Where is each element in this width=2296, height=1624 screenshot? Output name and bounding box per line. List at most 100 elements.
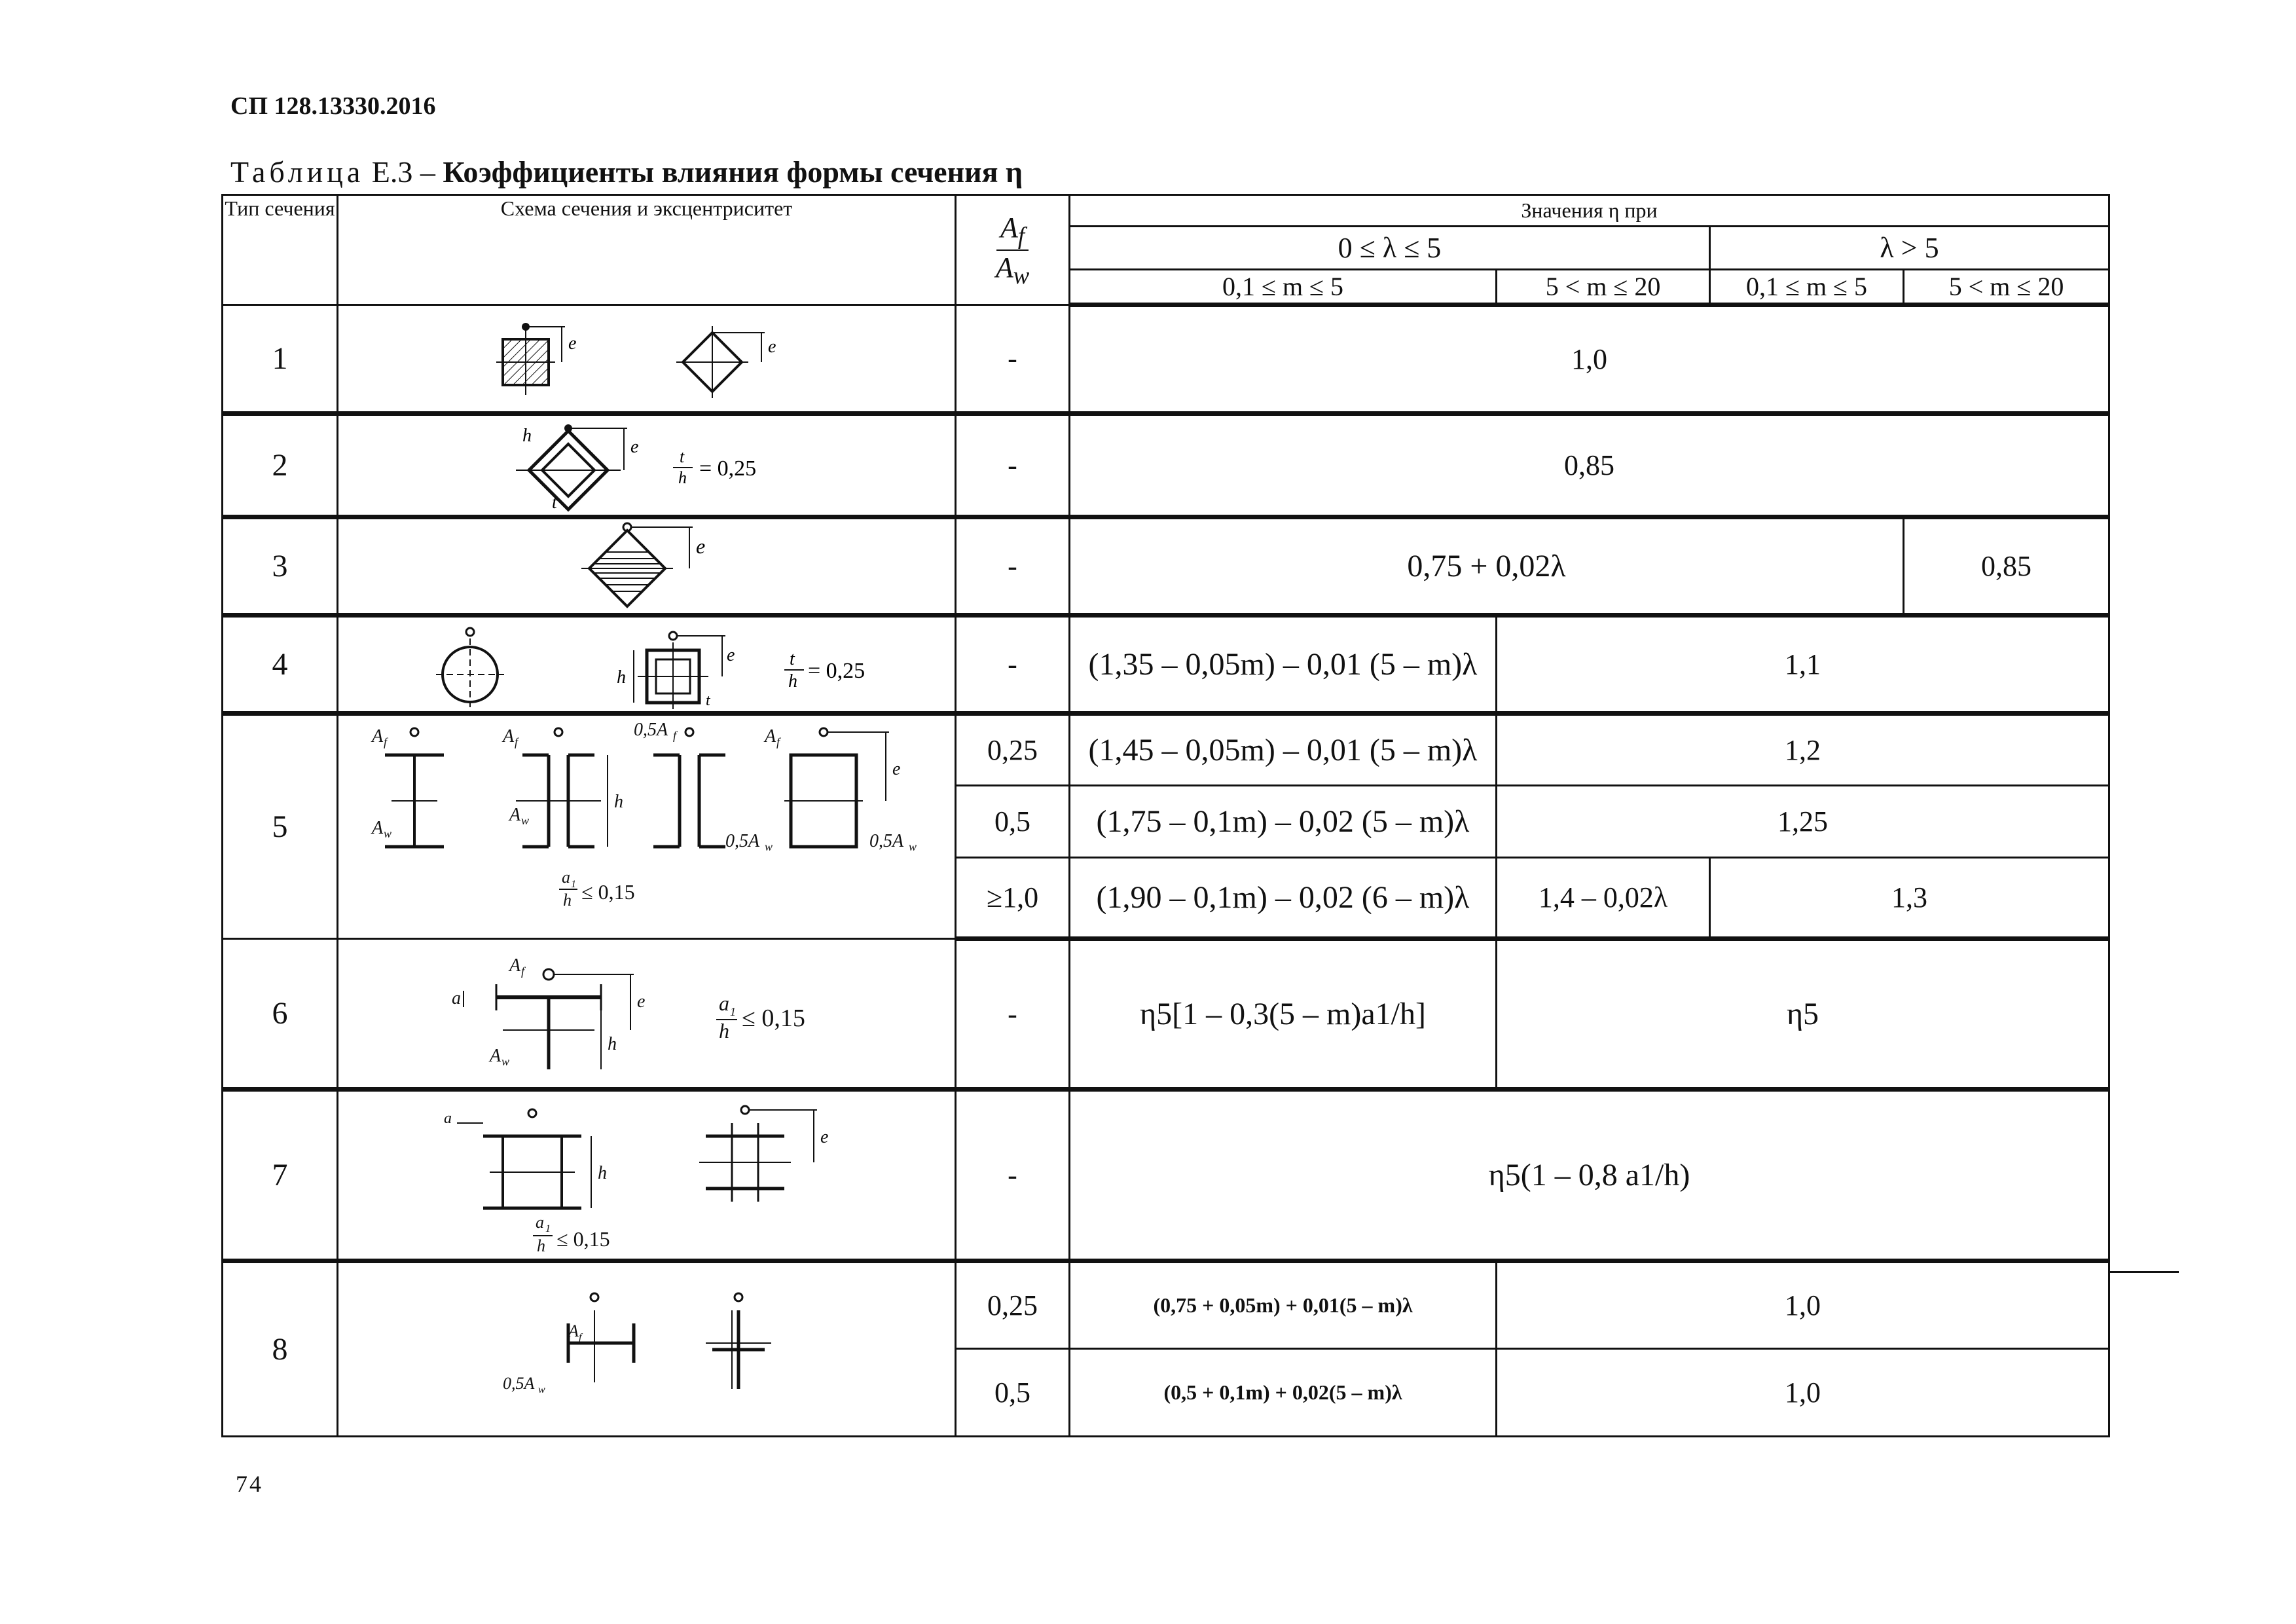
table-row: 4 e h t t h = 0,25 xyxy=(221,614,2111,716)
header-m-high-2: 5 < m ≤ 20 xyxy=(1902,268,2111,307)
type-cell: 3 xyxy=(221,516,338,618)
ratio-cell: - xyxy=(955,1088,1070,1263)
label-e: e xyxy=(630,437,638,457)
svg-text:w: w xyxy=(765,840,773,853)
value-cell: 1,25 xyxy=(1495,784,2111,858)
value-cell: (1,90 – 0,1m) – 0,02 (6 – m)λ xyxy=(1068,857,1497,941)
circle-and-box-section-icon: e h t t h = 0,25 xyxy=(435,627,865,709)
scheme-cell: e h t t h = 0,25 xyxy=(337,413,957,519)
hollow-diamond-section-icon: e h t t h = 0,25 xyxy=(515,424,756,513)
svg-text:t: t xyxy=(706,692,711,709)
coefficients-table: Тип сечения Схема сечения и эксцентрисит… xyxy=(221,194,2111,1437)
value-cell: (1,45 – 0,05m) – 0,01 (5 – m)λ xyxy=(1068,712,1497,786)
svg-text:f: f xyxy=(521,965,526,978)
value-cell: 1,0 xyxy=(1495,1348,2111,1437)
header-ratio: Af Aw xyxy=(955,194,1070,306)
svg-text:e: e xyxy=(727,645,735,665)
header-scheme: Схема сечения и эксцентриситет xyxy=(337,194,957,306)
svg-text:t: t xyxy=(680,447,685,466)
value-cell: η5(1 – 0,8 a1/h) xyxy=(1068,1088,2111,1263)
svg-text:h: h xyxy=(617,667,626,688)
scheme-cell: e xyxy=(337,516,957,618)
type-cell: 6 xyxy=(221,938,338,1092)
svg-text:a: a xyxy=(452,988,461,1008)
svg-text:f: f xyxy=(515,735,520,748)
svg-text:A: A xyxy=(371,726,384,747)
svg-text:h: h xyxy=(598,1163,607,1183)
value-cell: 1,4 – 0,02λ xyxy=(1495,857,1711,941)
header-m-high-1: 5 < m ≤ 20 xyxy=(1495,268,1711,307)
label-h: h xyxy=(522,426,532,446)
svg-text:w: w xyxy=(521,814,529,827)
ratio-cell: - xyxy=(955,938,1070,1092)
svg-text:A: A xyxy=(508,805,521,825)
svg-text:e: e xyxy=(820,1127,828,1147)
ratio-note: ≤ 0,15 xyxy=(581,880,635,904)
svg-text:w: w xyxy=(501,1055,509,1068)
value-cell: 1,0 xyxy=(1495,1260,2111,1350)
ratio-cell: - xyxy=(955,304,1070,416)
value-cell: 0,75 + 0,02λ xyxy=(1068,516,1904,618)
ratio-cell: 0,5 xyxy=(955,1348,1070,1437)
svg-text:f: f xyxy=(673,729,678,742)
type-cell: 2 xyxy=(221,413,338,519)
svg-text:0,5A: 0,5A xyxy=(503,1374,535,1393)
table-row: 2 e h t t h = 0,25 - 0,85 xyxy=(221,413,2111,519)
ratio-fraction: Af Aw xyxy=(995,211,1030,289)
svg-text:A: A xyxy=(501,726,515,747)
svg-text:w: w xyxy=(384,827,392,840)
ratio-cell: - xyxy=(955,516,1070,618)
svg-text:h: h xyxy=(614,792,623,812)
svg-text:1: 1 xyxy=(571,879,576,890)
svg-text:e: e xyxy=(892,759,900,779)
type-cell: 5 xyxy=(221,712,338,940)
value-cell: (0,5 + 0,1m) + 0,02(5 – m)λ xyxy=(1068,1348,1497,1437)
table-row: 0,5 (0,5 + 0,1m) + 0,02(5 – m)λ 1,0 xyxy=(223,1348,2111,1437)
caption-prefix: Таблица xyxy=(230,155,365,189)
table-row: 5 xyxy=(221,712,2111,940)
table-row: 3 e - 0,75 + 0,02λ 0,85 xyxy=(221,516,2111,618)
ratio-note: = 0,25 xyxy=(699,456,756,481)
ratio-cell: 0,25 xyxy=(955,712,1070,786)
svg-text:e: e xyxy=(637,991,645,1012)
value-cell: (0,75 + 0,05m) + 0,01(5 – m)λ xyxy=(1068,1260,1497,1350)
svg-text:h: h xyxy=(563,891,572,906)
svg-text:h: h xyxy=(788,671,797,692)
svg-text:A: A xyxy=(371,818,384,838)
svg-text:w: w xyxy=(538,1384,545,1395)
value-cell: 1,3 xyxy=(1708,857,2111,941)
document-code: СП 128.13330.2016 xyxy=(230,92,436,120)
caption-number: Е.3 xyxy=(371,155,413,189)
svg-text:e: e xyxy=(696,534,705,558)
svg-text:A: A xyxy=(488,1046,501,1066)
table-caption: Таблица Е.3 – Коэффициенты влияния формы… xyxy=(230,155,1023,189)
type-cell: 8 xyxy=(221,1260,338,1437)
value-cell: 1,1 xyxy=(1495,614,2111,716)
ratio-note: ≤ 0,15 xyxy=(556,1227,610,1251)
svg-text:a: a xyxy=(444,1110,452,1127)
ratio-note: ≤ 0,15 xyxy=(742,1005,805,1032)
caption-title: Коэффициенты влияния формы сечения η xyxy=(443,155,1023,189)
svg-text:h: h xyxy=(537,1236,545,1254)
table-row: 1 e e xyxy=(221,304,2111,416)
svg-text:a: a xyxy=(536,1213,544,1232)
header-type: Тип сечения xyxy=(221,194,338,306)
header-range-low: 0 ≤ λ ≤ 5 xyxy=(1068,225,1711,270)
svg-text:a: a xyxy=(562,868,570,887)
type-cell: 7 xyxy=(221,1088,338,1263)
svg-text:w: w xyxy=(909,840,917,853)
svg-text:f: f xyxy=(579,1332,583,1343)
stray-rule xyxy=(2108,1271,2179,1273)
svg-text:0,5A: 0,5A xyxy=(869,831,904,851)
label-t: t xyxy=(552,492,558,513)
svg-text:e: e xyxy=(768,337,776,357)
svg-text:h: h xyxy=(678,468,687,487)
table-row: 7 xyxy=(221,1088,2111,1263)
